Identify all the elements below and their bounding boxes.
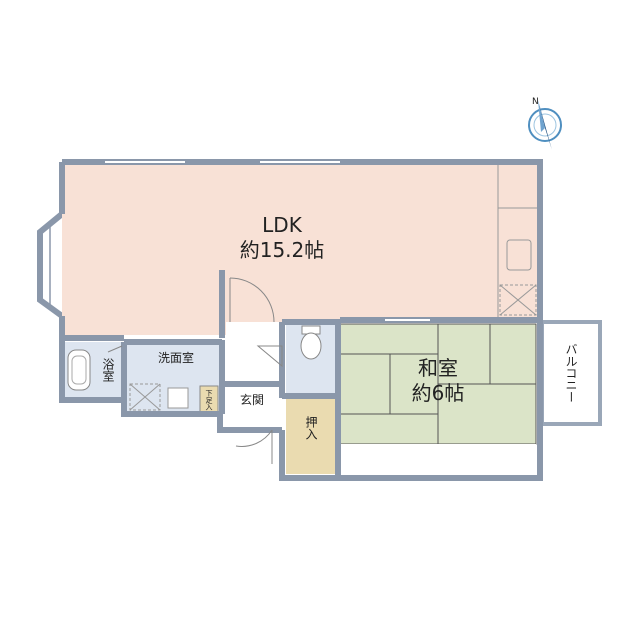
washitsu-size: 約6帖	[412, 381, 465, 405]
washitsu-name: 和室	[418, 356, 458, 380]
vanity-sink	[167, 387, 189, 409]
oshiire-label: 押入	[304, 416, 318, 440]
room-labels: LDK 約15.2帖 和室 約6帖 洗面室 玄関 浴室 押入 下足入 バルコニー	[101, 213, 578, 440]
balcony-label: バルコニー	[564, 343, 578, 403]
doors	[107, 277, 283, 464]
bath-label: 浴室	[101, 358, 115, 382]
bath-room	[62, 342, 122, 398]
north-arrow-compass-icon: N	[528, 97, 562, 150]
windows	[105, 161, 430, 321]
genkan-label: 玄関	[240, 392, 264, 407]
stove-icon	[499, 284, 537, 316]
washroom-label: 洗面室	[158, 350, 194, 365]
toilet-icon	[300, 332, 322, 360]
bathtub-icon	[67, 349, 91, 391]
getabako-label: 下足入	[205, 390, 213, 411]
washing-machine-space	[129, 383, 161, 411]
washitsu-room	[339, 323, 537, 474]
entrance-hall	[199, 324, 282, 430]
oshiire-closet	[286, 398, 336, 474]
compass-north-letter: N	[532, 97, 539, 107]
kitchen-sink	[506, 239, 532, 271]
ldk-name: LDK	[262, 213, 303, 237]
bay-window	[37, 211, 64, 319]
ldk-size: 約15.2帖	[240, 238, 325, 262]
toilet-room	[286, 324, 336, 394]
